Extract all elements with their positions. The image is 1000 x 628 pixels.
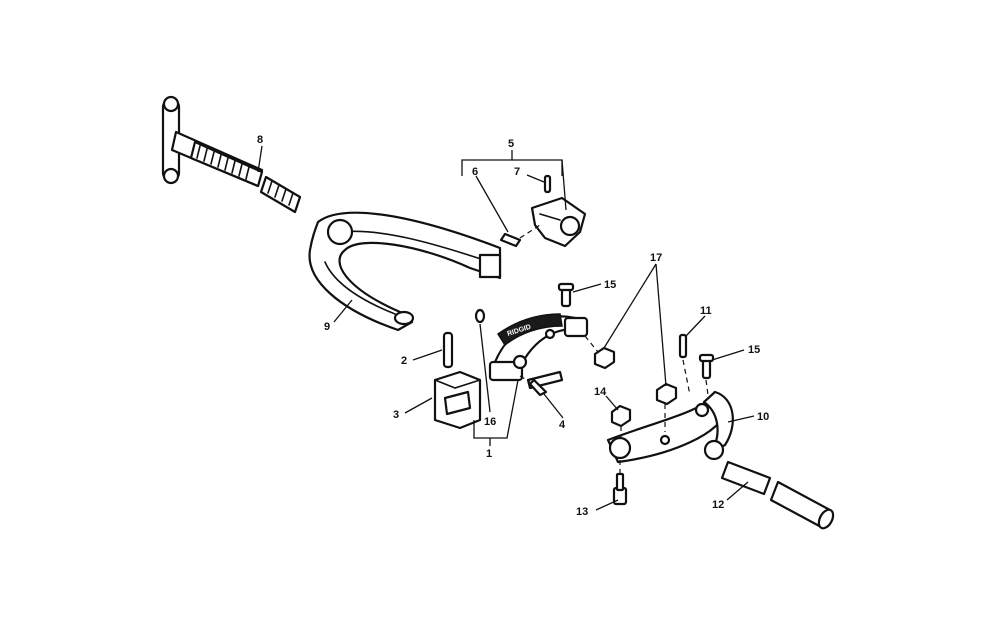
- frame-pivot-hole: [393, 310, 415, 326]
- callout-11: 11: [700, 305, 712, 317]
- carriage-lower-block: [488, 360, 524, 382]
- pin-part-15-upper: [557, 282, 575, 308]
- cutter-carriage-part-1: RIDGID: [488, 313, 589, 382]
- callout-13: 13: [576, 506, 588, 518]
- callout-8: 8: [257, 134, 263, 146]
- callout-15-upper: 15: [604, 279, 616, 291]
- washer-part-16: [474, 308, 486, 324]
- callout-2: 2: [401, 355, 407, 367]
- pin-part-15-lower: [698, 353, 715, 380]
- cutter-arc-part-10: [606, 390, 734, 464]
- pin-part-11: [678, 333, 688, 359]
- frame-slot-end: [478, 253, 502, 279]
- screw-tip-thread: [259, 175, 302, 214]
- spring-part-6: [499, 232, 522, 248]
- callout-17: 17: [650, 252, 662, 264]
- callout-3: 3: [393, 409, 399, 421]
- bolt-part-13: [612, 472, 628, 506]
- feed-screw-part-8: [161, 95, 302, 214]
- pin-part-7: [543, 174, 552, 194]
- callout-12: 12: [712, 499, 724, 511]
- callout-1: 1: [486, 448, 492, 460]
- nut-part-14: [610, 404, 632, 428]
- callout-9: 9: [324, 321, 330, 333]
- callout-4: 4: [559, 419, 566, 431]
- callout-14: 14: [594, 386, 607, 398]
- frame-part-9: [308, 211, 502, 332]
- pin-part-2: [442, 331, 454, 369]
- handle-front: [720, 460, 772, 496]
- carriage-upper-block: [563, 316, 589, 338]
- carriage-brand-band: [496, 313, 563, 347]
- cutter-assembly-part-5: [530, 196, 587, 248]
- callout-leaders: [257, 145, 755, 511]
- callout-15-lower: 15: [748, 344, 760, 356]
- frame-body: [308, 211, 502, 332]
- callout-16: 16: [484, 416, 496, 428]
- roller-pin-part-4: [526, 370, 564, 397]
- frame-screw-boss: [326, 218, 354, 246]
- callout-5: 5: [508, 138, 514, 150]
- nut-part-17-lower: [655, 382, 678, 406]
- callout-labels: 8 5 6 7 9 2 3 4 16 1 15 17 11 15 14 10 1…: [257, 134, 769, 518]
- upper-cutter-wheel: [559, 215, 581, 237]
- block-part-3: [433, 370, 482, 430]
- arc-left-boss: [608, 436, 632, 460]
- handle-part-12: [720, 460, 835, 530]
- callout-6: 6: [472, 166, 478, 178]
- callout-7: 7: [514, 166, 520, 178]
- arc-right-boss: [703, 439, 725, 461]
- callout-10: 10: [757, 411, 769, 423]
